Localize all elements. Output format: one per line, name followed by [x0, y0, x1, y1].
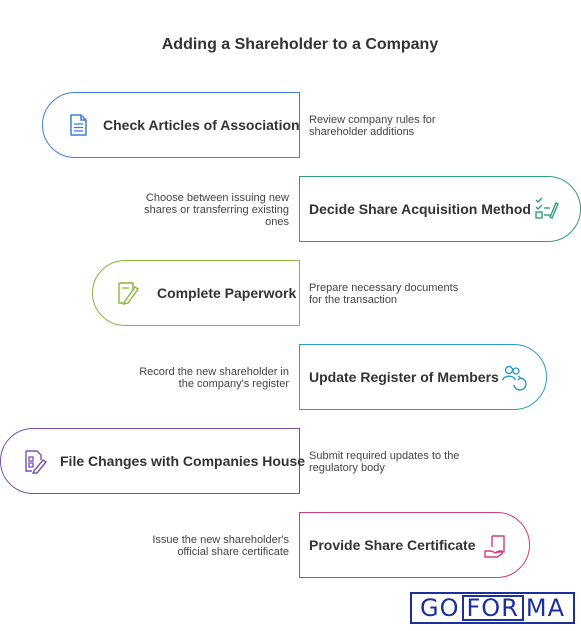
step-decide-method: Decide Share Acquisition Method	[299, 176, 581, 242]
step-check-articles: Check Articles of Association	[42, 92, 300, 158]
users-refresh-icon	[502, 365, 527, 391]
step-label: File Changes with Companies House	[60, 453, 306, 469]
step-provide-certificate: Provide Share Certificate	[299, 512, 530, 578]
step-update-register: Update Register of Members	[299, 344, 547, 410]
step-label: Update Register of Members	[309, 369, 499, 385]
step-label: Complete Paperwork	[157, 285, 297, 301]
step-label: Provide Share Certificate	[309, 537, 476, 553]
checklist-edit-icon	[535, 197, 559, 219]
file-edit-icon	[25, 450, 48, 474]
step-label: Decide Share Acquisition Method	[309, 201, 531, 217]
document-icon	[70, 114, 87, 136]
pencil-paper-icon	[118, 282, 139, 305]
step-file-changes: File Changes with Companies House	[0, 428, 305, 494]
step-label: Check Articles of Association	[103, 117, 300, 133]
step-complete-paperwork: Complete Paperwork	[92, 260, 300, 326]
diagram-title: Adding a Shareholder to a Company	[161, 36, 439, 53]
certificate-hand-icon	[484, 535, 505, 558]
